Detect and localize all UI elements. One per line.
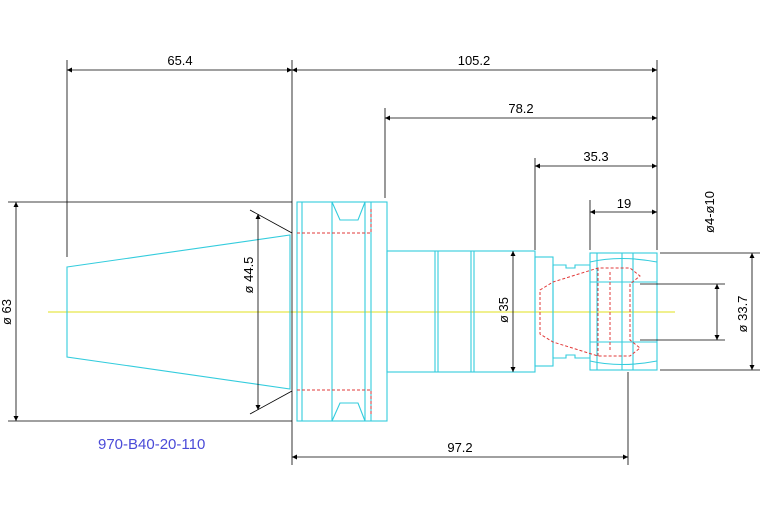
dim-19: 19: [617, 196, 631, 211]
dim-105-2: 105.2: [458, 53, 491, 68]
taper-outline: [66, 234, 291, 390]
drive-slot-top: [297, 207, 372, 234]
dimension-lines: [8, 60, 760, 465]
hidden-lines: [297, 207, 641, 416]
drive-slot-bottom: [297, 389, 372, 416]
v-groove-top: [331, 201, 366, 221]
collet-nut: [589, 252, 658, 371]
dim-dia-4-10: ø4-ø10: [702, 191, 717, 233]
dim-78-2: 78.2: [508, 101, 533, 116]
tool-holder-outline: [66, 201, 658, 422]
dim-dia-63: ø 63: [0, 299, 14, 325]
v-groove-bottom: [331, 402, 366, 422]
dim-dia-35: ø 35: [496, 297, 511, 323]
dim-65-4: 65.4: [167, 53, 192, 68]
dim-dia-44-5: ø 44.5: [241, 257, 256, 294]
part-number: 970-B40-20-110: [98, 436, 205, 453]
dim-35-3: 35.3: [583, 149, 608, 164]
dim-97-2: 97.2: [447, 440, 472, 455]
dimension-labels: 65.4 105.2 78.2 35.3 19 97.2 ø 63 ø 44.5…: [0, 53, 750, 455]
dim-dia-33-7: ø 33.7: [735, 296, 750, 333]
